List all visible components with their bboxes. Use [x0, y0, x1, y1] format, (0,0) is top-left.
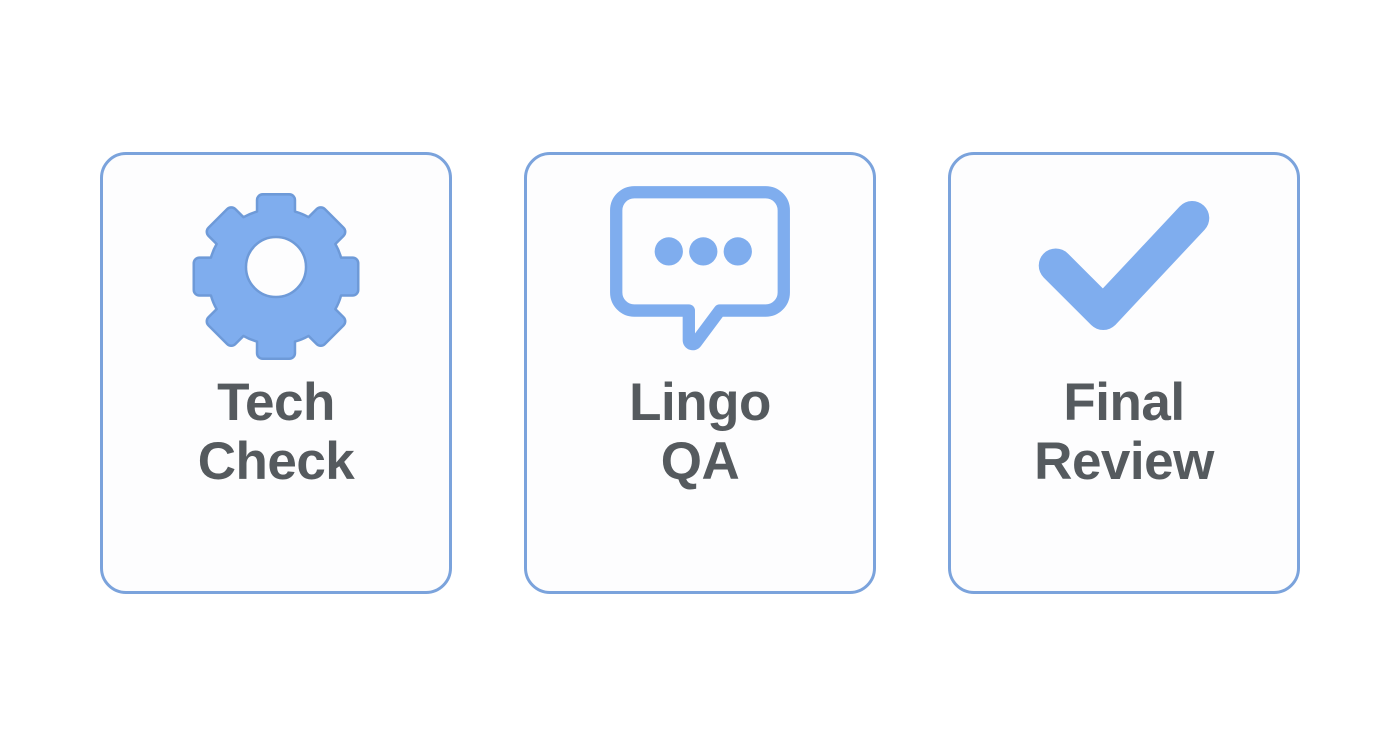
checkmark-icon [951, 167, 1297, 367]
gear-icon [103, 167, 449, 367]
card-lingo-qa[interactable]: Lingo QA [524, 152, 876, 594]
card-label-line-2: Review [1034, 432, 1214, 492]
card-label-line-1: Tech [217, 373, 335, 432]
speech-bubble-icon [527, 167, 873, 367]
card-tech-check[interactable]: Tech Check [100, 152, 452, 594]
card-label-lingo-qa: Lingo QA [527, 373, 873, 492]
card-label-line-2: QA [660, 432, 740, 492]
card-final-review[interactable]: Final Review [948, 152, 1300, 594]
card-label-tech-check: Tech Check [103, 373, 449, 492]
card-label-line-2: Check [197, 432, 355, 492]
card-label-line-1: Lingo [629, 373, 771, 432]
card-label-line-1: Final [1063, 373, 1185, 432]
card-row: Tech Check Lingo QA [100, 152, 1300, 594]
card-label-final-review: Final Review [951, 373, 1297, 492]
